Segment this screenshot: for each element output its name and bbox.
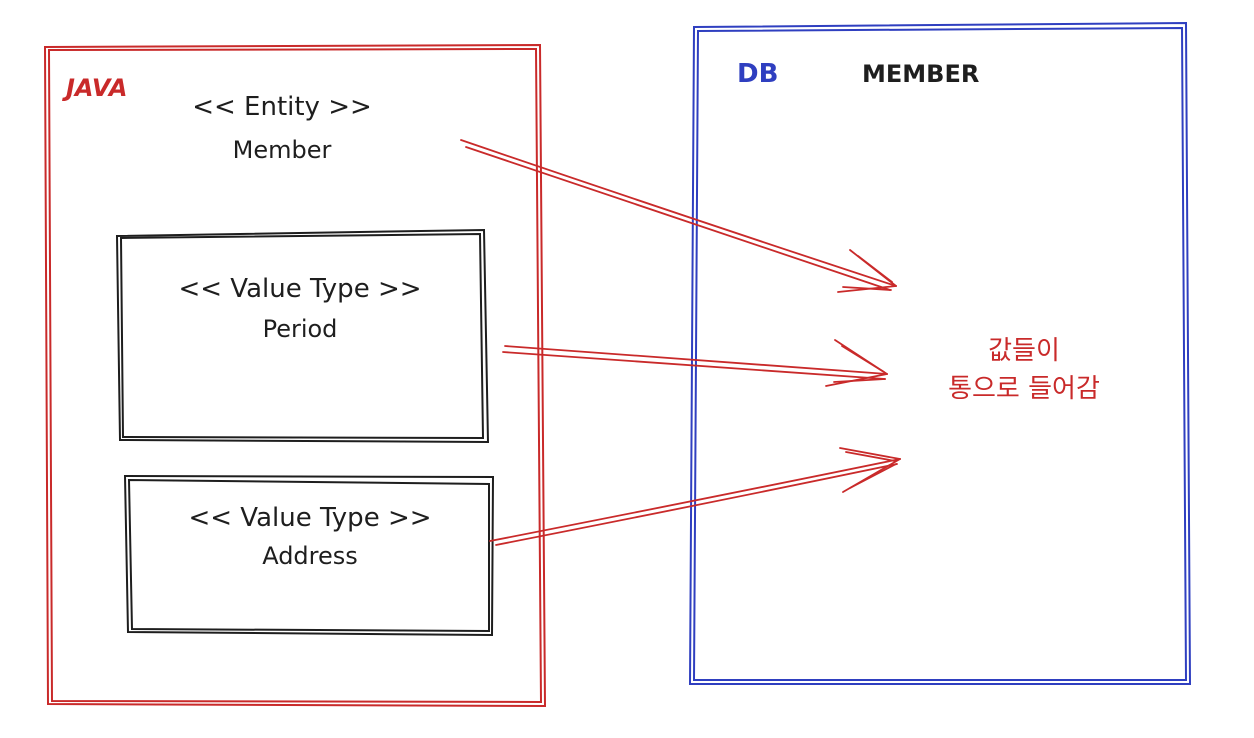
address-value-box (123, 474, 495, 637)
db-container (688, 21, 1192, 685)
period-name: Period (263, 315, 338, 343)
arrow-address-to-db (489, 447, 901, 546)
address-stereotype: << Value Type >> (188, 503, 431, 533)
db-label: DB (737, 59, 778, 89)
address-name: Address (262, 542, 358, 570)
java-label: JAVA (62, 74, 127, 102)
period-stereotype: << Value Type >> (178, 274, 421, 304)
entity-stereotype: << Entity >> (192, 92, 372, 122)
db-note-line1: 값들이 (988, 336, 1060, 366)
period-value-box (115, 228, 490, 444)
db-table-name: MEMBER (862, 60, 979, 88)
java-container (43, 43, 547, 708)
db-note-line2: 통으로 들어감 (948, 374, 1100, 404)
arrow-member-to-db (460, 139, 897, 293)
entity-name: Member (233, 136, 332, 164)
arrow-period-to-db (502, 339, 888, 387)
